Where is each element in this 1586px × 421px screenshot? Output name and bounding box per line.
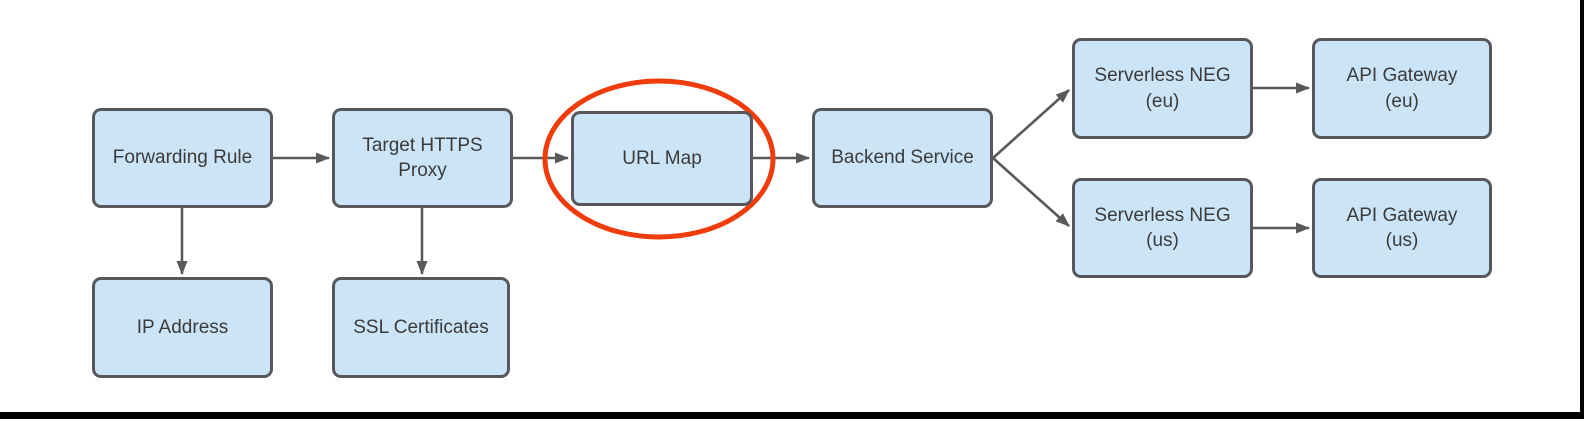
- highlight-ellipse: [542, 78, 776, 240]
- node-ip-address: IP Address: [92, 277, 273, 378]
- node-label: Serverless NEG (us): [1094, 204, 1231, 251]
- frame-right-border: [1580, 0, 1584, 419]
- node-target-https-proxy: Target HTTPS Proxy: [332, 108, 513, 208]
- arrow-backend-service-to-serverless-neg-eu: [992, 89, 1070, 159]
- node-serverless-neg-us: Serverless NEG (us): [1072, 178, 1253, 278]
- frame-bottom-border: [0, 412, 1584, 419]
- node-forwarding-rule: Forwarding Rule: [92, 108, 273, 208]
- node-label: API Gateway (us): [1346, 204, 1458, 251]
- node-label: Backend Service: [831, 147, 974, 169]
- node-label: Target HTTPS Proxy: [362, 134, 483, 181]
- node-label: Forwarding Rule: [112, 147, 253, 169]
- node-label: URL Map: [622, 147, 702, 169]
- node-ssl-certificates: SSL Certificates: [332, 277, 510, 378]
- node-label: Serverless NEG (eu): [1094, 65, 1231, 112]
- node-url-map: URL Map: [571, 111, 753, 206]
- node-api-gateway-eu: API Gateway (eu): [1312, 38, 1492, 139]
- node-serverless-neg-eu: Serverless NEG (eu): [1072, 38, 1253, 139]
- node-api-gateway-us: API Gateway (us): [1312, 178, 1492, 278]
- node-backend-service: Backend Service: [812, 108, 993, 208]
- node-label: API Gateway (eu): [1346, 65, 1458, 112]
- arrow-backend-service-to-serverless-neg-us: [992, 157, 1070, 227]
- node-label: SSL Certificates: [353, 316, 489, 338]
- node-label: IP Address: [136, 316, 229, 338]
